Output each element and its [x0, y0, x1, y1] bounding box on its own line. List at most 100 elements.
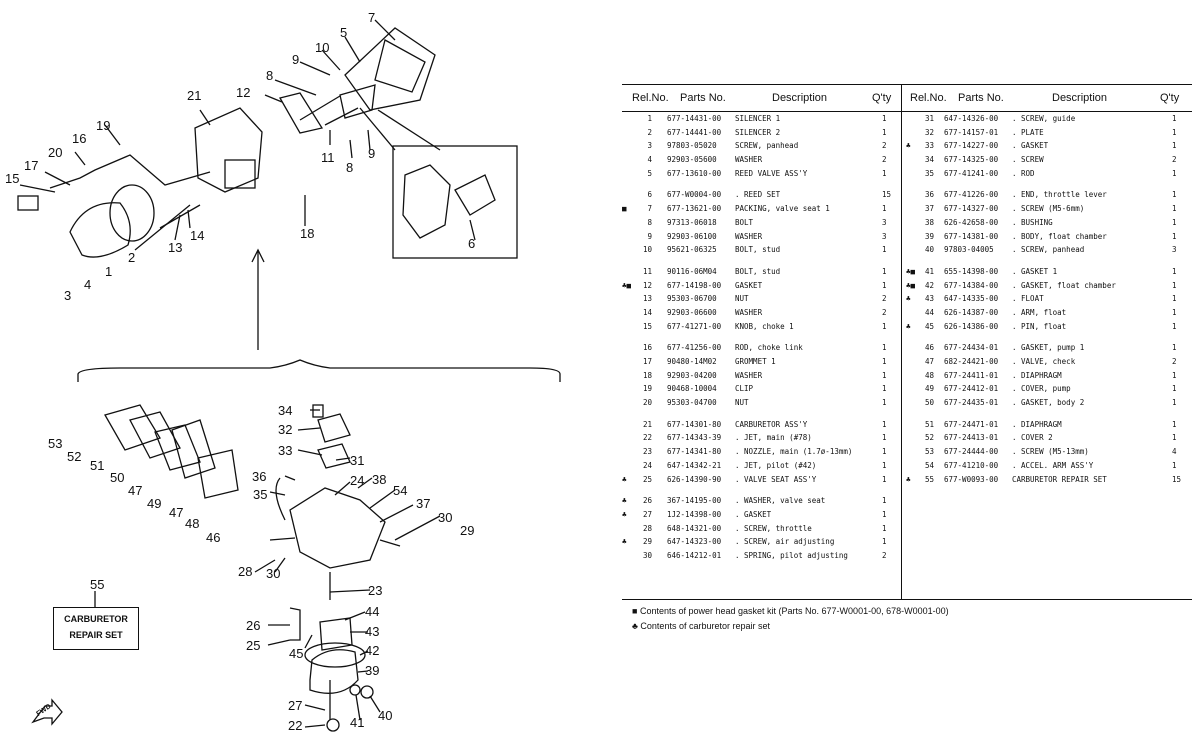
ref-no: 9 [647, 231, 652, 241]
part-description: . SCREW, panhead [1012, 245, 1085, 255]
quantity: 1 [882, 447, 887, 457]
part-description: . SPRING, pilot adjusting [735, 550, 848, 560]
silencer-2 [374, 39, 426, 93]
callout: 47 [169, 505, 184, 520]
part-number: 95621-06325 [667, 245, 717, 255]
part-number: 95303-06700 [667, 294, 717, 304]
part-number: 677-41210-00 [944, 460, 999, 470]
quantity: 1 [882, 127, 887, 137]
part-number: 677-14327-00 [944, 204, 999, 214]
ref-mark: ♣ [906, 141, 911, 151]
part-description: . SCREW, throttle [735, 523, 812, 533]
silencer-1 [69, 202, 131, 258]
part-number: 90480-14M02 [667, 357, 717, 366]
part-description: . PLATE [1012, 127, 1044, 137]
part-number: 92903-05600 [667, 155, 717, 165]
ref-no: 10 [642, 245, 652, 255]
part-number: 677-24471-01 [944, 419, 999, 429]
part-description: . JET, main (#78) [735, 433, 812, 443]
part-description: . ROD [1012, 168, 1035, 178]
ref-no: 48 [924, 370, 934, 380]
callout: 15 [5, 171, 20, 186]
ref-mark: ♣ [622, 474, 627, 484]
part-number: 97313-06018 [667, 217, 717, 227]
callout: 7 [368, 10, 376, 25]
quantity: 1 [882, 370, 887, 380]
callout: 25 [246, 638, 261, 653]
ref-no: 38 [924, 217, 934, 227]
quantity: 1 [1172, 294, 1177, 304]
ref-no: 18 [642, 370, 652, 380]
part-number: 677-41271-00 [667, 321, 722, 331]
quantity: 1 [882, 321, 887, 331]
quantity: 1 [882, 114, 887, 123]
ref-no: 34 [924, 155, 934, 165]
quantity: 1 [882, 168, 887, 178]
part-description: . REED SET [735, 190, 781, 200]
quantity: 3 [1172, 245, 1177, 255]
quantity: 1 [1172, 384, 1177, 394]
part-description: ROD, choke link [735, 343, 803, 353]
silencer-2-plate [109, 184, 155, 242]
carburetor-repair-set-box: CARBURETOR REPAIR SET [53, 607, 139, 650]
float-43 [319, 617, 353, 651]
header-description: Description [1052, 92, 1108, 104]
ref-mark: ♣ [622, 509, 627, 519]
quantity: 1 [1172, 398, 1177, 408]
part-description: . SCREW (M5-6mm) [1012, 204, 1085, 214]
callout: 9 [368, 146, 376, 161]
quantity: 1 [1172, 419, 1177, 429]
header-parts-no: Parts No. [958, 92, 1004, 104]
part-description: CLIP [735, 384, 754, 394]
ref-mark: ♣ [906, 474, 911, 484]
callout: 43 [365, 624, 380, 639]
part-number: 92903-04200 [667, 370, 717, 380]
quantity: 2 [882, 141, 887, 151]
part-description: . DIAPHRAGM [1012, 419, 1062, 429]
part-number: 677-24435-01 [944, 398, 999, 408]
ref-no: 31 [924, 114, 934, 123]
ref-no: 33 [924, 141, 934, 151]
quantity: 2 [882, 155, 887, 165]
part-description: GROMMET 1 [735, 357, 776, 366]
ref-no: 4 [647, 155, 652, 165]
ref-no: 51 [924, 419, 934, 429]
part-number: 677-41226-00 [944, 190, 999, 200]
quantity: 1 [882, 266, 887, 276]
part-description: . GASKET, body 2 [1012, 398, 1085, 408]
quantity: 1 [882, 460, 887, 470]
part-number: 647-14323-00 [667, 537, 722, 547]
part-description: CARBURETOR REPAIR SET [1012, 474, 1107, 484]
part-description: WASHER [735, 307, 763, 317]
diaphragm-51 [129, 411, 181, 459]
part-description: . COVER, pump [1012, 384, 1071, 394]
callout: 39 [365, 663, 380, 678]
quantity: 1 [1172, 204, 1177, 214]
ref-no: 39 [924, 231, 934, 241]
ref-no: 50 [924, 398, 934, 408]
reed-valve-housing [344, 27, 436, 111]
part-number: 677-13621-00 [667, 204, 722, 214]
ref-no: 46 [924, 343, 934, 353]
quantity: 1 [1172, 266, 1177, 276]
reed-detail-inset [392, 145, 518, 259]
ref-no: 41 [924, 266, 934, 276]
callout: 45 [289, 646, 304, 661]
ref-no: 2 [647, 127, 652, 137]
cover-49 [171, 419, 216, 479]
gasket-33 [317, 443, 351, 469]
exploded-diagram: 1 2 3 4 5 6 7 8 9 10 11 12 13 14 15 16 1… [5, 10, 561, 733]
